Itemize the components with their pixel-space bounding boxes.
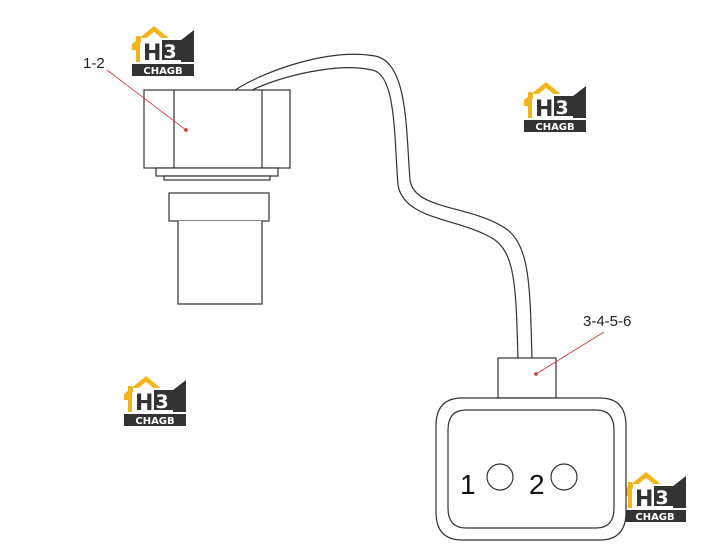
leader-connector [535,331,605,375]
callout-leaders [106,69,605,376]
connector-pin-1-socket [486,463,514,491]
connector-pin-2-socket [550,463,578,491]
sensor-hex-head [143,89,291,169]
sensor-cable [231,53,533,361]
sensor-washer [155,167,279,177]
watermark-logo-bottom-right: CHAGB [624,472,686,523]
svg-text:CHAGB: CHAGB [535,122,574,133]
connector-housing-inner [447,409,615,529]
connector [435,357,627,541]
connector-pin-1-label: 1 [460,469,476,500]
leader-sensor [106,69,187,131]
leader-sensor-dot [184,128,188,132]
svg-text:CHAGB: CHAGB [135,416,174,427]
sensor-collar [168,192,270,222]
sensor-probe [177,221,263,305]
watermark-logo-top-right: CHAGB [524,82,586,133]
svg-text:CHAGB: CHAGB [143,66,182,77]
speed-sensor [143,89,291,305]
connector-pin-2-label: 2 [529,469,545,500]
svg-text:CHAGB: CHAGB [635,512,674,523]
watermark-logo-bottom-left: CHAGB [124,376,186,427]
watermark-logo-top-left: CHAGB [132,26,194,77]
callout-connector-label: 3-4-5-6 [583,313,631,330]
connector-boot [497,357,557,399]
callout-sensor-label: 1-2 [83,55,105,72]
leader-connector-dot [534,372,538,376]
